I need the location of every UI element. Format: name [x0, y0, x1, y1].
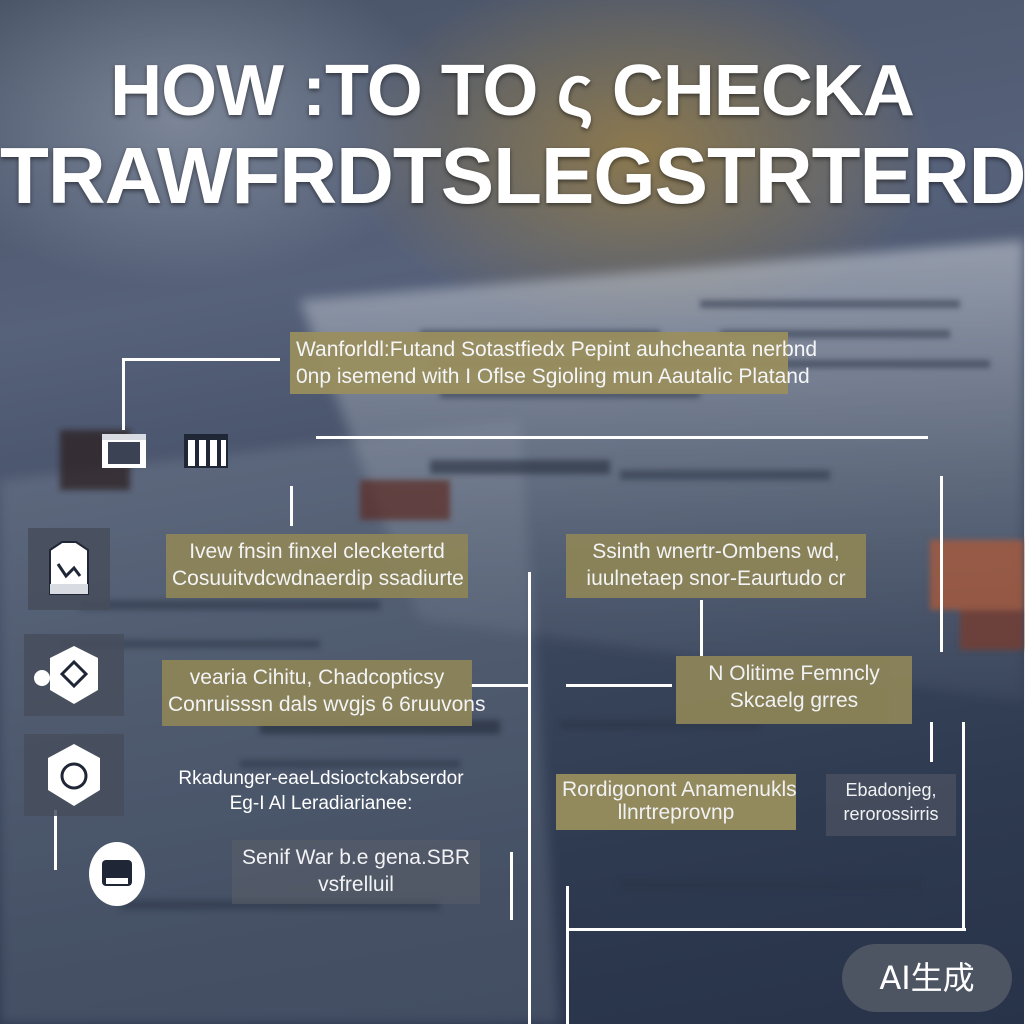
connector	[700, 600, 703, 656]
box-mid-2-line2: Skcaelg grres	[729, 689, 859, 712]
hexagon-chat-icon	[34, 646, 98, 704]
box-left-4-line2: vsfrelluil	[318, 873, 394, 896]
box-bottom-1-line1: Rordigonont Anamenukls	[562, 778, 797, 801]
hexagon-ring-icon	[48, 744, 100, 806]
box-bottom-2: Ebadonjeg, rerorossirris	[826, 774, 956, 836]
box-top: Wanforldl:Futand Sotastfiedx Pepint auhc…	[290, 332, 818, 394]
connector	[566, 928, 966, 931]
box-bottom-1: Rordigonont Anamenukls llnrtreprovnp	[556, 774, 797, 830]
title-line-2: TRAWFRDTSLEGSTRTERD	[0, 131, 1025, 220]
box-left-1: Ivew fnsin finxel clecketertd Cosuuitvdc…	[166, 534, 468, 598]
box-left-4: Senif War b.e gena.SBR vsfrelluil	[232, 840, 480, 904]
hexagon-ring-icon-tile	[24, 734, 124, 816]
box-mid-2-line1: N Olitime Femncly	[708, 662, 880, 685]
connector	[566, 684, 672, 687]
box-left-2: vearia Cihitu, Chadcopticsy Conruisssn d…	[162, 660, 486, 726]
label-left-3-line1: Rkadunger-eaeLdsioctckabserdor	[178, 768, 464, 789]
jacket-icon-tile	[28, 528, 110, 610]
connector	[122, 358, 125, 430]
label-left-3-line2: Eg-I Al Leradiarianee:	[229, 793, 413, 814]
box-mid-1: Ssinth wnertr-Ombens wd, iuulnetaep snor…	[566, 534, 866, 598]
connector	[510, 852, 513, 920]
connector	[940, 476, 943, 652]
box-left-1-line1: Ivew fnsin finxel clecketertd	[189, 540, 445, 563]
robot-icon	[89, 842, 145, 906]
connector	[566, 886, 569, 1024]
title-line-1: HOW :TO TO ς CHECKA	[110, 51, 915, 131]
connector	[290, 486, 293, 526]
connector	[54, 810, 57, 870]
label-left-3: Rkadunger-eaeLdsioctckabserdor Eg-I Al L…	[166, 766, 476, 816]
box-bottom-2-line1: Ebadonjeg,	[845, 780, 937, 800]
box-bottom-2-line2: rerorossirris	[843, 804, 939, 824]
box-left-1-line2: Cosuuitvdcwdnaerdip ssadiurte	[172, 567, 464, 590]
ai-generated-watermark: AI生成	[842, 944, 1012, 1012]
box-left-2-line2: Conruisssn dals wvgjs 6 6ruuvons	[168, 693, 486, 716]
box-bottom-1-line2: llnrtreprovnp	[617, 801, 735, 824]
box-mid-1-line1: Ssinth wnertr-Ombens wd,	[592, 540, 840, 563]
connector	[528, 572, 531, 1024]
chart-icon	[184, 434, 228, 468]
connector	[470, 684, 530, 687]
box-left-4-line1: Senif War b.e gena.SBR	[241, 846, 470, 869]
hexagon-chat-icon-tile	[24, 634, 124, 716]
box-mid-1-line2: iuulnetaep snor-Eaurtudo cr	[586, 567, 846, 590]
jacket-icon	[49, 541, 89, 595]
connector	[316, 436, 928, 439]
connector	[122, 358, 280, 361]
connector	[962, 722, 965, 930]
document-icon	[102, 434, 146, 468]
box-top-line2: 0np isemend with I Oflse Sgioling mun Aa…	[296, 365, 810, 388]
box-left-2-line1: vearia Cihitu, Chadcopticsy	[189, 666, 445, 689]
box-top-line1: Wanforldl:Futand Sotastfiedx Pepint auhc…	[296, 338, 818, 361]
box-mid-2: N Olitime Femncly Skcaelg grres	[676, 656, 912, 724]
connector	[930, 722, 933, 762]
